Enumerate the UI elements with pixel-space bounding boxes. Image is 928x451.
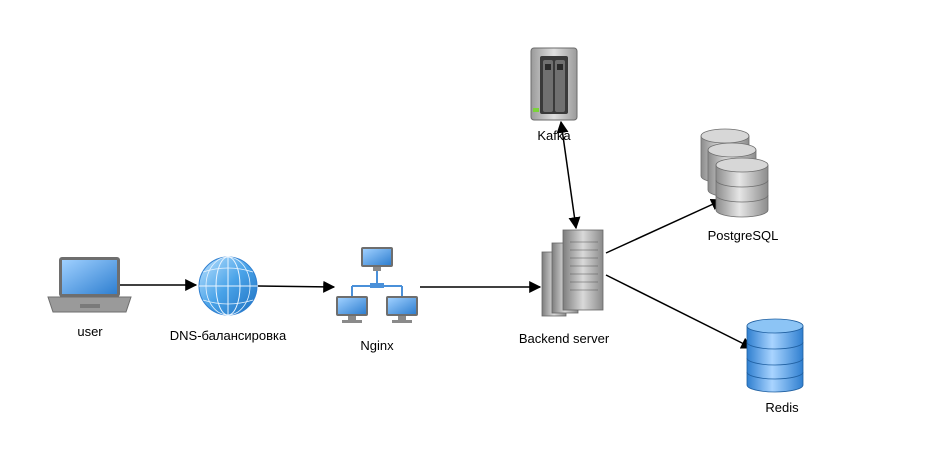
edge-backend-redis <box>605 274 754 349</box>
edge-dns-nginx <box>257 280 336 293</box>
laptop-icon <box>47 257 132 313</box>
node-label-backend: Backend server <box>518 331 610 346</box>
edges <box>120 120 754 349</box>
edge-backend-kafka <box>556 120 581 230</box>
node-label-redis: Redis <box>765 400 799 415</box>
globe-icon <box>198 256 258 316</box>
node-label-kafka: Kafka <box>537 128 571 143</box>
database-icon <box>746 318 804 393</box>
node-label-nginx: Nginx <box>360 338 394 353</box>
node-label-dns: DNS-балансировка <box>169 328 287 343</box>
server-tower-icon <box>541 229 604 317</box>
nas-storage-icon <box>530 47 578 121</box>
node-label-user: user <box>77 324 103 339</box>
database-icon <box>700 128 769 218</box>
network-icon <box>336 247 418 323</box>
edge-backend-postgres <box>605 199 724 254</box>
node-label-postgres: PostgreSQL <box>707 228 779 243</box>
